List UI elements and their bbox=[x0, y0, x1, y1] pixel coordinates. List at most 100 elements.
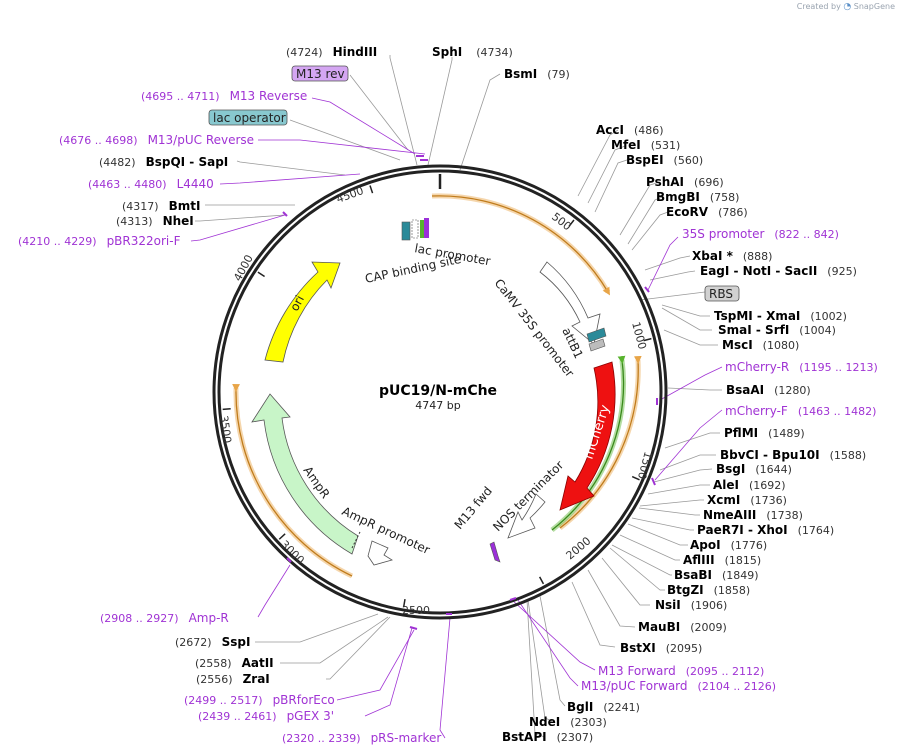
site-nmeaiii[interactable]: NmeAIII(1738) bbox=[703, 508, 803, 522]
site-bsabi[interactable]: BsaBI(1849) bbox=[674, 568, 759, 582]
site-bmgbi-enzyme: BmgBI bbox=[656, 190, 700, 204]
site-paer7i-enzyme: PaeR7I - XhoI bbox=[697, 523, 788, 537]
site-acci-enzyme: AccI bbox=[596, 123, 624, 137]
site-hindiii[interactable]: (4724)HindIII bbox=[286, 45, 377, 59]
site-bmti[interactable]: (4317)BmtI bbox=[122, 199, 200, 213]
site-eagi-enzyme: EagI - NotI - SacII bbox=[700, 264, 817, 278]
site-paer7i-pos: (1764) bbox=[798, 524, 835, 537]
site-bspqi-sapi[interactable]: (4482)BspQI - SapI bbox=[99, 155, 228, 169]
site-afliii[interactable]: AflIII(1815) bbox=[683, 553, 761, 567]
primer-m13-forward-name: M13 Forward bbox=[598, 664, 676, 678]
site-ecorv[interactable]: EcoRV(786) bbox=[666, 205, 748, 219]
site-btgzi[interactable]: BtgZI(1858) bbox=[667, 583, 750, 597]
site-alei[interactable]: AleI(1692) bbox=[713, 478, 786, 492]
lac-operator-feature[interactable] bbox=[420, 220, 424, 238]
primer-pgex3-name: pGEX 3' bbox=[287, 709, 334, 723]
site-bsaai[interactable]: BsaAI(1280) bbox=[726, 383, 811, 397]
site-bstxi[interactable]: BstXI(2095) bbox=[620, 641, 702, 655]
tick-2000 bbox=[538, 576, 545, 585]
attb1-feature[interactable] bbox=[586, 327, 607, 343]
site-bspei[interactable]: BspEI(560) bbox=[626, 153, 703, 167]
primer-pbr322ori-f[interactable]: (4210 .. 4229)pBR322ori-F bbox=[18, 234, 181, 248]
primer-mcherry-f[interactable]: mCherry-F(1463 .. 1482) bbox=[725, 404, 876, 418]
site-pshai[interactable]: PshAI(696) bbox=[646, 175, 724, 189]
site-ndei[interactable]: NdeI(2303) bbox=[529, 715, 607, 729]
primer-mcherry-r[interactable]: mCherry-R(1195 .. 1213) bbox=[725, 360, 878, 374]
site-mfei[interactable]: MfeI(531) bbox=[611, 138, 680, 152]
site-nsii-pos: (1906) bbox=[691, 599, 728, 612]
site-sphi[interactable]: SphI(4734) bbox=[432, 45, 513, 59]
site-xcmi[interactable]: XcmI(1736) bbox=[707, 493, 787, 507]
cap-site-box[interactable] bbox=[411, 219, 419, 239]
site-bsmi[interactable]: BsmI(79) bbox=[504, 67, 570, 81]
site-bsaai-enzyme: BsaAI bbox=[726, 383, 764, 397]
primer-m13-reverse[interactable]: (4695 .. 4711)M13 Reverse bbox=[141, 89, 307, 103]
site-msci-enzyme: MscI bbox=[722, 338, 753, 352]
site-sspi[interactable]: (2672)SspI bbox=[175, 635, 250, 649]
site-aatii-pos: (2558) bbox=[195, 657, 232, 670]
primer-l4440-range: (4463 .. 4480) bbox=[88, 178, 167, 191]
rbs-label: RBS bbox=[709, 287, 733, 301]
tick-500 bbox=[568, 219, 575, 227]
site-pflmi[interactable]: PflMI(1489) bbox=[724, 426, 805, 440]
site-maubi[interactable]: MauBI(2009) bbox=[638, 620, 727, 634]
site-sspi-pos: (2672) bbox=[175, 636, 212, 649]
site-bgli[interactable]: BglI (2241) bbox=[567, 700, 640, 714]
rbs-label-box[interactable] bbox=[704, 285, 740, 302]
primer-35s-promoter[interactable]: 35S promoter(822 .. 842) bbox=[682, 227, 839, 241]
site-apoi-pos: (1776) bbox=[731, 539, 768, 552]
site-nsii[interactable]: NsiI(1906) bbox=[655, 598, 727, 612]
m13-rev-label: M13 rev bbox=[296, 67, 345, 81]
site-bmgbi-pos: (758) bbox=[710, 191, 740, 204]
primer-m13-puc-reverse[interactable]: (4676 .. 4698)M13/pUC Reverse bbox=[59, 133, 254, 147]
primer-pbrforeco-range: (2499 .. 2517) bbox=[184, 694, 263, 707]
site-eagi-noti-sacii[interactable]: EagI - NotI - SacII(925) bbox=[700, 264, 857, 278]
primer-m13-puc-forward[interactable]: M13/pUC Forward(2104 .. 2126) bbox=[581, 679, 776, 693]
primer-l4440[interactable]: (4463 .. 4480)L4440 bbox=[88, 177, 214, 191]
site-bbvci-bpu10i[interactable]: BbvCI - Bpu10I(1588) bbox=[720, 448, 866, 462]
site-bgli-enzyme: BglI bbox=[567, 700, 593, 714]
site-msci[interactable]: MscI(1080) bbox=[722, 338, 799, 352]
site-bbvci-enzyme: BbvCI - Bpu10I bbox=[720, 448, 820, 462]
camv-35s-promoter-feature[interactable] bbox=[539, 261, 601, 345]
lac-promoter-box[interactable] bbox=[401, 221, 411, 241]
primer-pgex3[interactable]: (2439 .. 2461)pGEX 3' bbox=[198, 709, 334, 723]
lac-operator-label-box[interactable] bbox=[208, 109, 288, 126]
feature-arrows bbox=[251, 218, 616, 566]
site-acci[interactable]: AccI(486) bbox=[596, 123, 664, 137]
left-site-labels: (4724)HindIII SphI(4734) (4482)BspQI - S… bbox=[99, 45, 513, 686]
site-xbai[interactable]: XbaI *(888) bbox=[692, 249, 772, 263]
site-aatii[interactable]: (2558)AatII bbox=[195, 656, 274, 670]
ampr-promoter-feature[interactable] bbox=[367, 540, 393, 566]
m13-rev-label-box[interactable] bbox=[291, 65, 349, 82]
primer-pbrforeco[interactable]: (2499 .. 2517)pBRforEco bbox=[184, 693, 335, 707]
site-tspmi-xmai[interactable]: TspMI - XmaI(1002) bbox=[714, 309, 847, 323]
primer-m13-forward[interactable]: M13 Forward(2095 .. 2112) bbox=[598, 664, 764, 678]
site-paer7i-xhoi[interactable]: PaeR7I - XhoI (1764) bbox=[697, 523, 834, 537]
site-bsmi-enzyme: BsmI bbox=[504, 67, 537, 81]
site-xcmi-enzyme: XcmI bbox=[707, 493, 740, 507]
primer-prs-marker[interactable]: (2320 .. 2339)pRS-marker bbox=[282, 731, 441, 745]
site-bgli-pos: (2241) bbox=[603, 701, 640, 714]
primer-leader-lines bbox=[190, 97, 723, 739]
attb1-feature-second[interactable] bbox=[588, 338, 606, 352]
site-bstapi-pos: (2307) bbox=[557, 731, 594, 744]
ori-feature[interactable] bbox=[264, 261, 341, 363]
site-nhei-pos: (4313) bbox=[116, 215, 153, 228]
ampr-feature[interactable] bbox=[251, 393, 359, 555]
mcherry-feature[interactable] bbox=[559, 361, 616, 511]
site-bstapi[interactable]: BstAPI(2307) bbox=[502, 730, 593, 744]
tick-1000 bbox=[643, 337, 652, 342]
primer-amp-r[interactable]: (2908 .. 2927)Amp-R bbox=[100, 611, 229, 625]
site-apoi[interactable]: ApoI(1776) bbox=[690, 538, 767, 552]
m13-fwd-feature[interactable] bbox=[489, 541, 501, 563]
site-bsgi[interactable]: BsgI(1644) bbox=[716, 462, 792, 476]
site-nhei-enzyme: NheI bbox=[163, 214, 194, 228]
site-smai-srfi[interactable]: SmaI - SrfI(1004) bbox=[718, 323, 836, 337]
m13-rev-feature[interactable] bbox=[424, 218, 429, 238]
site-nhei[interactable]: (4313) NheI bbox=[116, 214, 194, 228]
site-zrai[interactable]: (2556)ZraI bbox=[196, 672, 270, 686]
site-bmgbi[interactable]: BmgBI (758) bbox=[656, 190, 739, 204]
nos-terminator-feature[interactable] bbox=[507, 493, 546, 539]
